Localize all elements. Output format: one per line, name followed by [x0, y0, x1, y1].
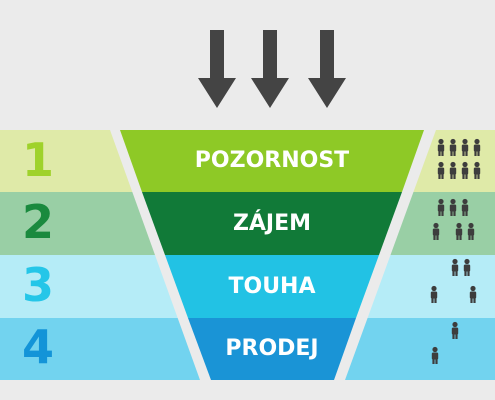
person-icon: [432, 222, 440, 240]
person-icon: [431, 346, 439, 364]
person-icon: [449, 198, 457, 216]
person-icon: [437, 198, 445, 216]
person-icon: [437, 161, 445, 179]
person-icon: [463, 258, 471, 276]
down-arrow-icon: [198, 30, 236, 108]
person-icon: [437, 138, 445, 156]
person-icon: [449, 161, 457, 179]
person-icon: [461, 138, 469, 156]
down-arrow-icon: [308, 30, 346, 108]
person-icon: [473, 161, 481, 179]
funnel-segment-4: [188, 318, 356, 380]
person-icon: [461, 161, 469, 179]
stage-label-3: TOUHA: [228, 274, 316, 299]
person-icon: [461, 198, 469, 216]
down-arrow-icon: [251, 30, 289, 108]
stage-number-4: 4: [22, 320, 55, 374]
arrows-group: [198, 30, 346, 108]
person-icon: [467, 222, 475, 240]
person-icon: [451, 321, 459, 339]
person-icon: [455, 222, 463, 240]
person-icon: [473, 138, 481, 156]
person-icon: [449, 138, 457, 156]
stage-number-1: 1: [22, 133, 55, 187]
funnel-segment-2: [142, 192, 402, 255]
stage-label-4: PRODEJ: [225, 336, 319, 361]
person-icon: [469, 285, 477, 303]
stage-label-1: POZORNOST: [194, 148, 350, 173]
funnel-segment-1: [120, 130, 424, 192]
stage-label-2: ZÁJEM: [232, 211, 312, 236]
people-group: [430, 138, 481, 364]
person-icon: [451, 258, 459, 276]
funnel-segment-3: [165, 255, 379, 318]
stage-number-3: 3: [22, 258, 55, 312]
stage-number-2: 2: [22, 195, 55, 249]
person-icon: [430, 285, 438, 303]
